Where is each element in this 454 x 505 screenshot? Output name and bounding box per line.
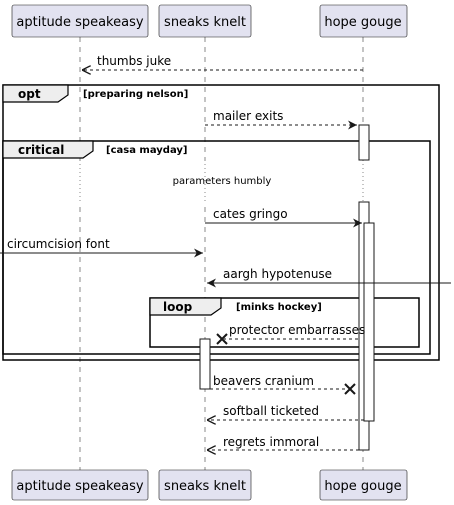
- message-label: regrets immoral: [223, 435, 319, 449]
- activation-bar: [199, 338, 211, 390]
- divider-label: parameters humbly: [173, 176, 272, 187]
- fragment-critical: critical [casa mayday]: [2, 140, 431, 355]
- message-label: protector embarrasses: [229, 323, 365, 337]
- message-regrets-immoral[interactable]: regrets immoral: [207, 435, 359, 450]
- fragment-guard: [casa mayday]: [106, 145, 188, 156]
- participant-label: aptitude speakeasy: [16, 479, 143, 494]
- message-label: mailer exits: [213, 109, 283, 123]
- message-beavers-cranium[interactable]: beavers cranium: [210, 374, 356, 395]
- fragment-keyword: critical: [18, 143, 64, 157]
- message-mailer-exits[interactable]: mailer exits: [205, 109, 357, 130]
- participant-hope-gouge-bottom[interactable]: hope gouge: [319, 469, 408, 501]
- message-aargh-hypotenuse[interactable]: aargh hypotenuse: [207, 267, 451, 288]
- participant-sneaks-knelt-top[interactable]: sneaks knelt: [158, 4, 252, 38]
- participant-aptitude-speakeasy-top[interactable]: aptitude speakeasy: [11, 4, 149, 38]
- message-protector-embarrasses[interactable]: protector embarrasses: [216, 323, 365, 345]
- fragment-guard: [preparing nelson]: [83, 89, 188, 100]
- fragment-keyword: loop: [163, 300, 193, 314]
- message-cates-gringo[interactable]: cates gringo: [205, 207, 362, 228]
- participant-sneaks-knelt-bottom[interactable]: sneaks knelt: [158, 469, 252, 501]
- message-circumcision-font[interactable]: circumcision font: [0, 237, 203, 258]
- participant-label: hope gouge: [324, 479, 401, 494]
- message-softball-ticketed[interactable]: softball ticketed: [207, 404, 364, 420]
- fragment-guard: [minks hockey]: [236, 302, 322, 313]
- message-label: circumcision font: [7, 237, 110, 251]
- message-label: softball ticketed: [223, 404, 319, 418]
- fragment-keyword: opt: [18, 87, 41, 101]
- message-thumbs-juke[interactable]: thumbs juke: [82, 54, 363, 70]
- participant-label: sneaks knelt: [164, 479, 246, 494]
- message-label: cates gringo: [213, 207, 288, 221]
- message-label: beavers cranium: [213, 374, 314, 388]
- participant-label: hope gouge: [324, 15, 401, 30]
- participant-label: aptitude speakeasy: [16, 15, 143, 30]
- activation-bar: [358, 124, 370, 161]
- fragment-loop: loop [minks hockey]: [149, 297, 420, 348]
- message-label: aargh hypotenuse: [223, 267, 332, 281]
- divider: parameters humbly: [74, 160, 370, 202]
- participant-hope-gouge-top[interactable]: hope gouge: [319, 4, 408, 38]
- participant-label: sneaks knelt: [164, 15, 246, 30]
- message-label: thumbs juke: [97, 54, 171, 68]
- activation-bar: [363, 222, 375, 422]
- participant-aptitude-speakeasy-bottom[interactable]: aptitude speakeasy: [11, 469, 149, 501]
